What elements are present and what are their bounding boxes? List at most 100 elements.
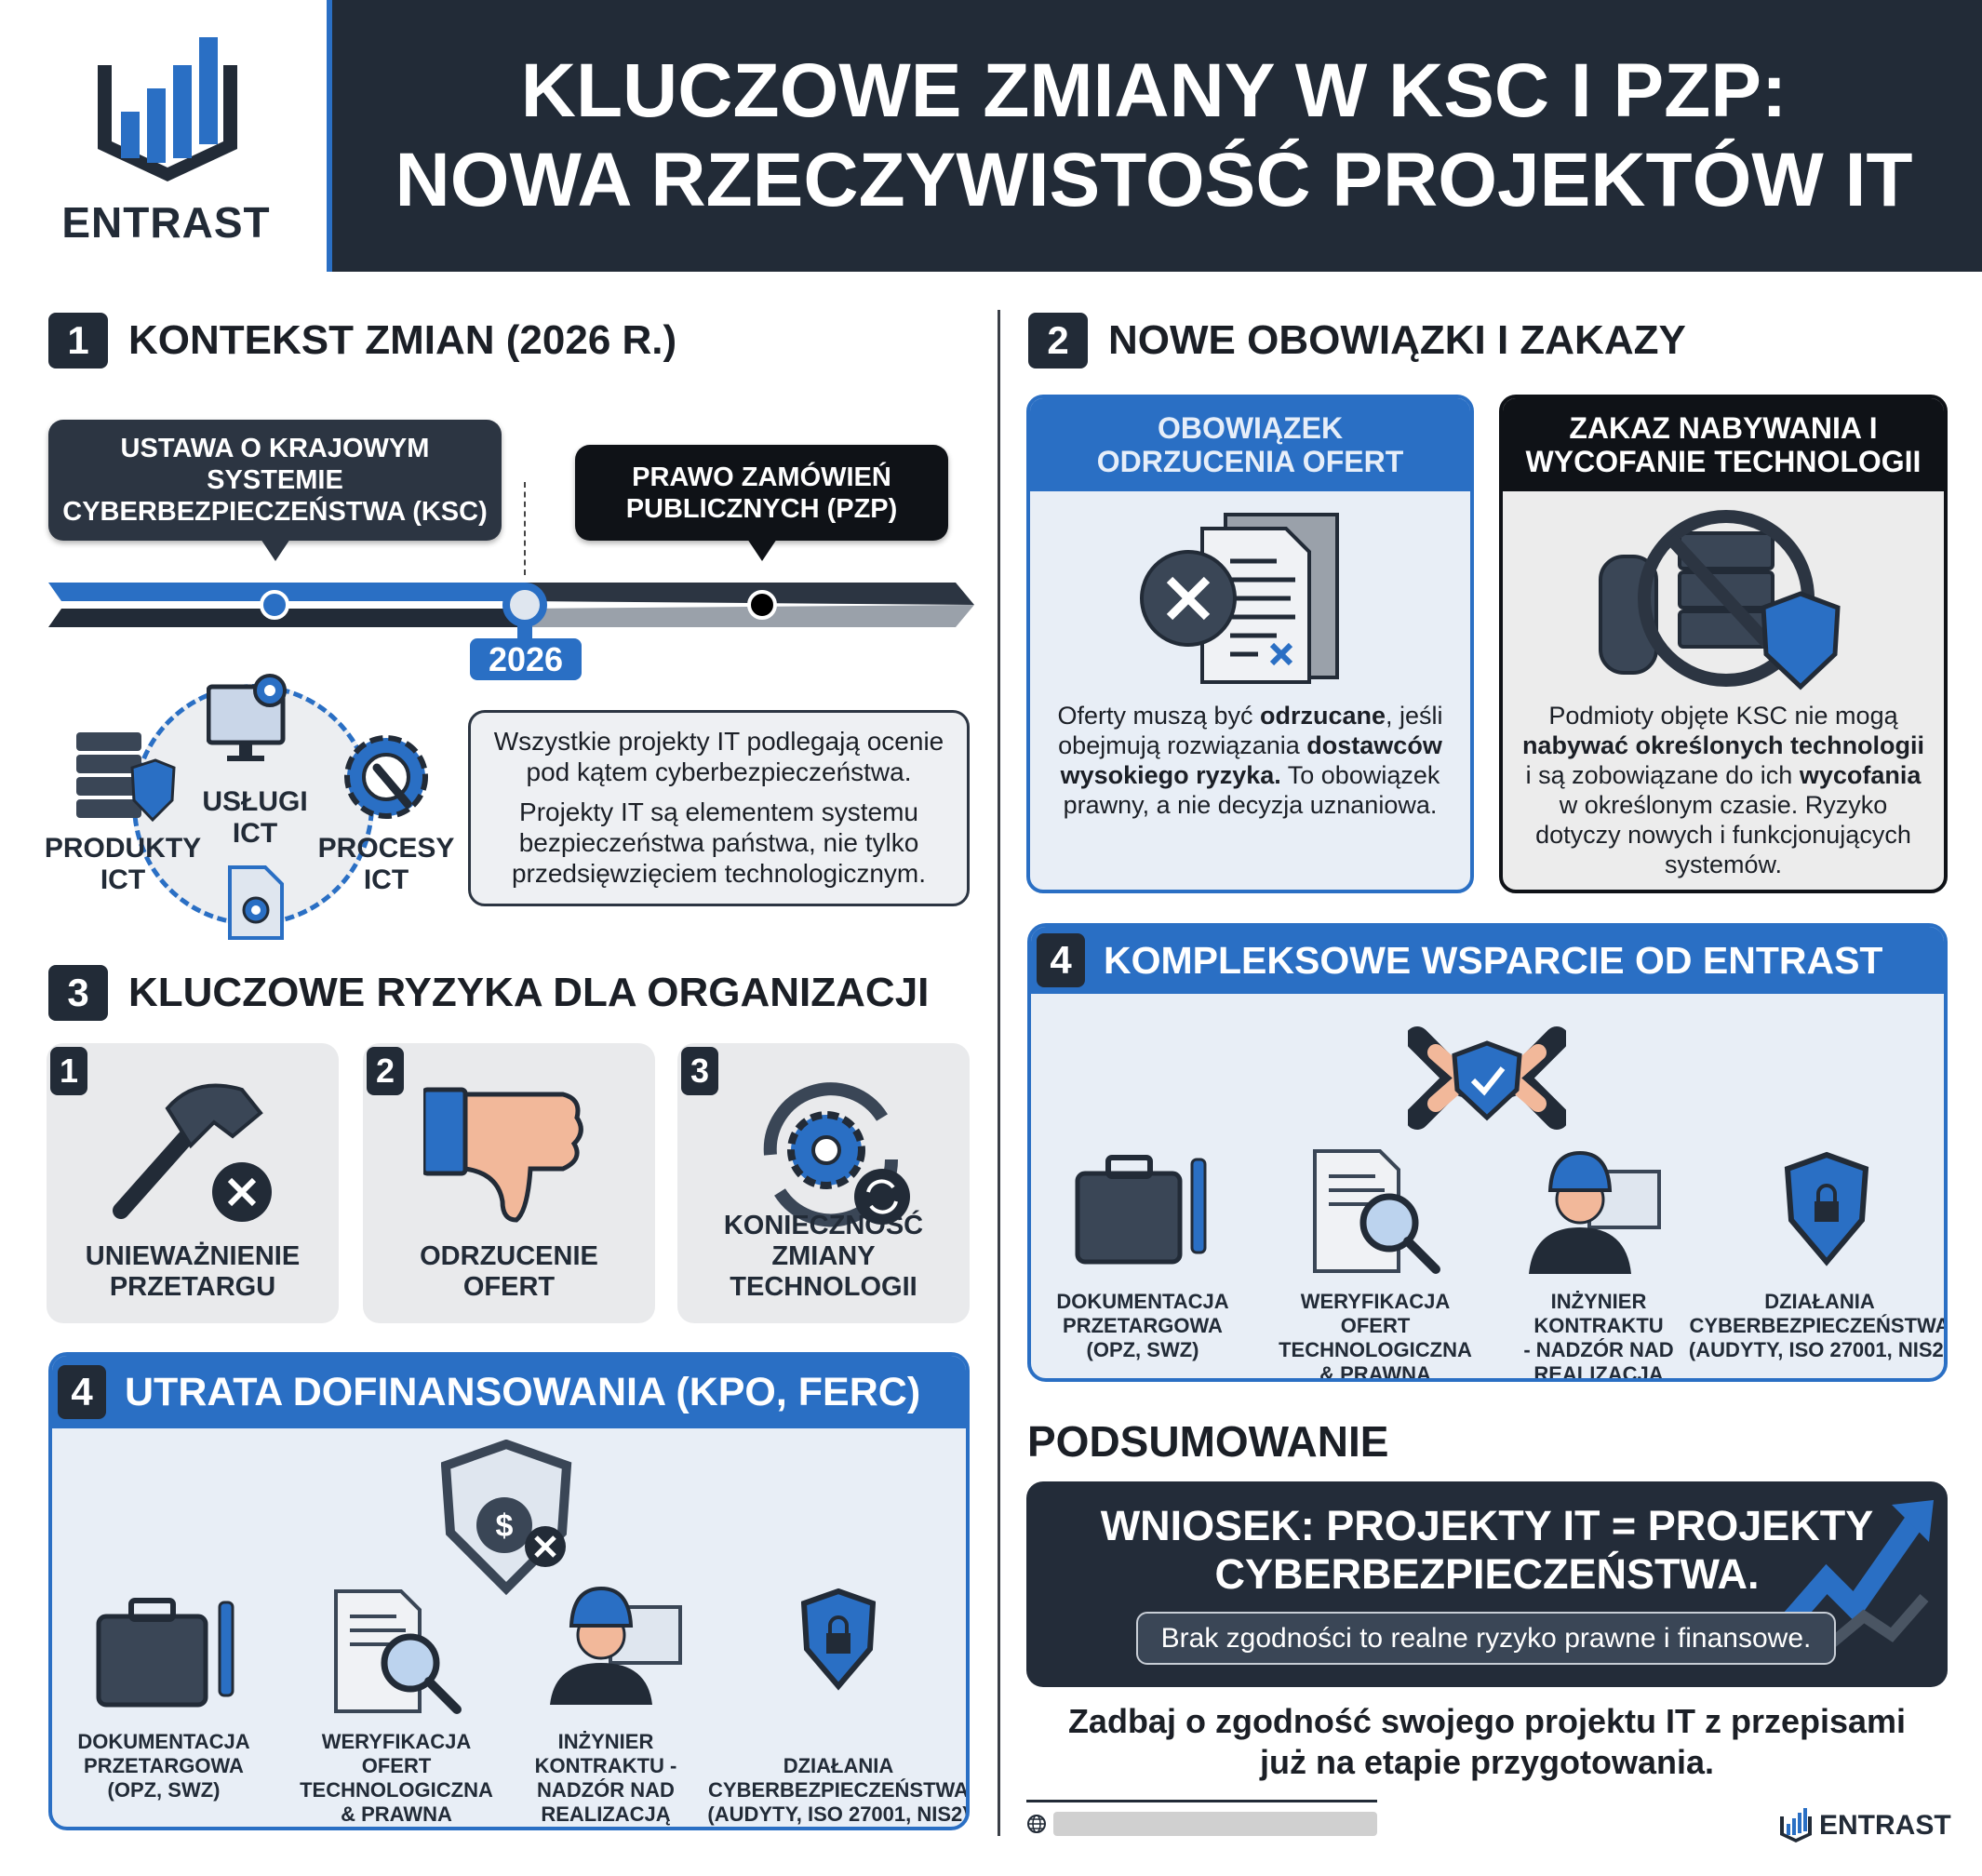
gear-cycle-icon [763, 1082, 910, 1227]
section-number: 3 [48, 965, 108, 1021]
briefcase-pen-icon [96, 1598, 234, 1708]
year-marker-line [524, 482, 526, 575]
label-line: PROCESY [317, 833, 455, 864]
section-1-heading: 1 KONTEKST ZMIAN (2026 R.) [48, 313, 676, 368]
label-line: ICT [100, 864, 146, 895]
card-text: Oferty muszą być odrzucane, jeśli obejmu… [1049, 701, 1452, 820]
label-line: DOKUMENTACJA [77, 1730, 250, 1753]
note-paragraph: Wszystkie projekty IT podlegają ocenie p… [493, 727, 944, 786]
conclusion-line: WNIOSEK: PROJEKTY IT = PROJEKTY [1100, 1502, 1874, 1549]
risk-subtext: Brak zgodności to realne ryzyko prawne i… [1136, 1612, 1836, 1665]
footer-logo-text: ENTRAST [1819, 1810, 1951, 1841]
label-line: (AUDYTY, ISO 27001, NIS2) [707, 1802, 970, 1826]
ksc-line: USTAWA O KRAJOWYM [120, 434, 430, 463]
year-badge: 2026 [470, 638, 582, 680]
section-number: 2 [1028, 313, 1088, 368]
page-title: KLUCZOWE ZMIANY W KSC I PZP: NOWA RZECZY… [354, 47, 1954, 225]
conclusion-line: CYBERBEZPIECZEŃSTWA. [1214, 1550, 1760, 1598]
label-line: ICT [363, 864, 409, 895]
pzp-line: PUBLICZNYCH (PZP) [625, 493, 898, 524]
closing-line: Zadbaj o zgodność swojego projektu IT z … [1067, 1702, 1907, 1740]
ksc-line: SYSTEMIE [207, 465, 343, 495]
label-line: DZIAŁANIA [1764, 1290, 1875, 1313]
section-title: KLUCZOWE RYZYKA DLA ORGANIZACJI [128, 970, 930, 1015]
thumbs-down-icon [423, 1087, 583, 1223]
entrast-logo-icon [1780, 1808, 1812, 1842]
footer-logo: ENTRAST [1778, 1807, 1951, 1844]
section-number: 4 [58, 1365, 106, 1419]
label-line: INŻYNIER KONTRAKTU [1533, 1290, 1664, 1337]
banned-server-icon [1599, 510, 1841, 690]
footer-divider [1026, 1800, 1377, 1802]
label-line: & PRAWNA [341, 1802, 452, 1826]
title-line: OBOWIĄZEK [1157, 411, 1344, 445]
label-line: INŻYNIER [557, 1730, 654, 1753]
handshake-shield-icon [1408, 1026, 1566, 1130]
ksc-pointer [261, 539, 290, 561]
label-line: (OPZ, SWZ) [107, 1778, 221, 1802]
label-line: & PRAWNA [1319, 1362, 1431, 1382]
document-magnifier-icon [334, 1589, 462, 1714]
gear-wrench-icon [344, 735, 428, 819]
engineer-icon [550, 1586, 682, 1705]
context-note: Wszystkie projekty IT podlegają ocenie p… [468, 710, 970, 906]
text-bold: odrzucane [1260, 702, 1386, 730]
conclusion-text: WNIOSEK: PROJEKTY IT = PROJEKTY CYBERBEZ… [1026, 1502, 1948, 1599]
pzp-pointer [747, 539, 777, 561]
document-magnifier-icon [1313, 1149, 1440, 1274]
ksc-line: CYBERBEZPIECZEŃSTWA (KSC) [62, 497, 488, 527]
logo-text: ENTRAST [61, 198, 271, 247]
text-part: i są zobowiązane do ich [1525, 761, 1800, 789]
binary-shield-icon [1784, 1151, 1869, 1266]
label-line: CYBERBEZPIECZEŃSTWA [708, 1778, 969, 1802]
label-line: KONIECZNOŚĆ [723, 1211, 924, 1240]
label-line: - NADZÓR NAD [1523, 1338, 1674, 1361]
text-part: w określonym czasie. Ryzyko dotyczy nowy… [1535, 791, 1911, 878]
label-line: PRODUKTY [44, 833, 202, 864]
label-line: WERYFIKACJA OFERT [1300, 1290, 1451, 1337]
timeline [48, 583, 974, 627]
hammer-x-icon [113, 1083, 272, 1222]
column-divider [998, 310, 1000, 1836]
section-number: 1 [48, 313, 108, 368]
note-paragraph: Projekty IT są elementem systemu bezpiec… [511, 797, 927, 888]
server-shield-icon [76, 732, 176, 823]
entrast-logo-icon [98, 37, 237, 181]
text-part: Podmioty objęte KSC nie mogą [1548, 702, 1898, 730]
globe-icon [1027, 1815, 1046, 1833]
pzp-bubble: PRAWO ZAMÓWIEŃ PUBLICZNYCH (PZP) [575, 445, 948, 541]
label-line: OFERT [462, 1272, 556, 1302]
title-line: ODRZUCENIA OFERT [1096, 445, 1404, 478]
risk-number: 1 [50, 1047, 87, 1095]
risk-number: 2 [367, 1047, 404, 1095]
label-line: TECHNOLOGICZNA [1279, 1338, 1472, 1361]
timeline-point [747, 590, 777, 620]
section-2-heading: 2 NOWE OBOWIĄZKI I ZAKAZY [1028, 313, 1686, 368]
logo-panel: ENTRAST [0, 0, 332, 272]
closing-text: Zadbaj o zgodność swojego projektu IT z … [1026, 1701, 1948, 1783]
timeline-point [260, 590, 289, 620]
text-bold: wycofania [1799, 761, 1922, 789]
label-line: PRZETARGU [109, 1272, 276, 1302]
svg-text:$: $ [496, 1508, 514, 1544]
section-title: NOWE OBOWIĄZKI I ZAKAZY [1108, 317, 1686, 363]
section-number: 4 [1037, 933, 1085, 987]
document-gear-icon [228, 865, 284, 940]
label-line: PRZETARGOWA [1063, 1314, 1223, 1337]
text-part: Oferty muszą być [1057, 702, 1260, 730]
